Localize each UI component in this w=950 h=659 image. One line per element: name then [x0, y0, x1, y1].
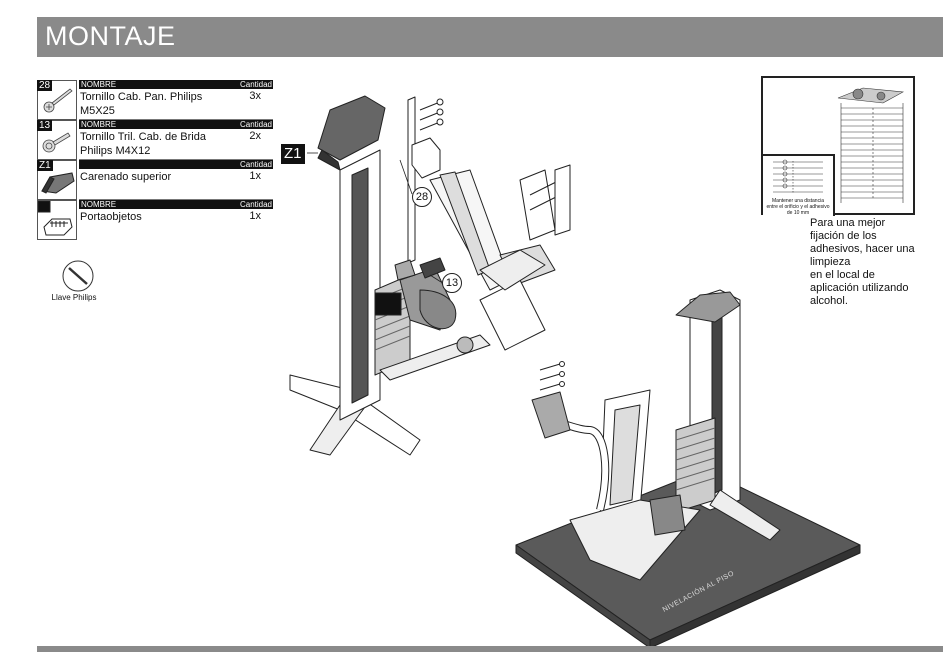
object-holder-icon	[37, 200, 77, 240]
part-name: Tornillo Cab. Pan. Philips M5X25	[80, 91, 203, 117]
table-header: Cantidad	[79, 160, 273, 169]
part-number: Z1	[37, 160, 53, 171]
part-name: Tornillo Tril. Cab. de Brida Philips M4X…	[80, 131, 206, 157]
part-quantity: 1x	[249, 210, 261, 222]
page-title: MONTAJE	[45, 21, 176, 51]
part-quantity: 2x	[249, 130, 261, 142]
part-number: 13	[37, 120, 53, 131]
detail-box: Mantener una distancia entre el orificio…	[761, 76, 915, 216]
inset-detail: Mantener una distancia entre el orificio…	[763, 154, 835, 216]
callout-z1: Z1	[281, 144, 305, 164]
callout-13: 13	[442, 273, 462, 293]
inset-text: Mantener una distancia entre el orificio…	[766, 198, 830, 216]
highlight-part	[374, 292, 402, 316]
philips-screwdriver-icon	[62, 260, 94, 292]
part-quantity: 1x	[249, 170, 261, 182]
tool-label: Llave Philips	[51, 293, 97, 302]
weight-stack-detail	[837, 87, 904, 203]
callout-28: 28	[412, 187, 432, 207]
part-number: 28	[37, 80, 53, 91]
part-name: Carenado superior	[80, 171, 172, 183]
footer-bar	[37, 646, 943, 652]
cleaning-note: Para una mejor fijación de los adhesivos…	[810, 217, 915, 307]
page-header: MONTAJE	[37, 17, 943, 57]
tool-section: Llave Philips	[48, 260, 108, 302]
part-row-z1: Z1 Cantidad Carenado superior 1x	[37, 160, 273, 200]
part-name: Portaobjetos	[80, 211, 142, 223]
part-quantity: 3x	[249, 90, 261, 102]
